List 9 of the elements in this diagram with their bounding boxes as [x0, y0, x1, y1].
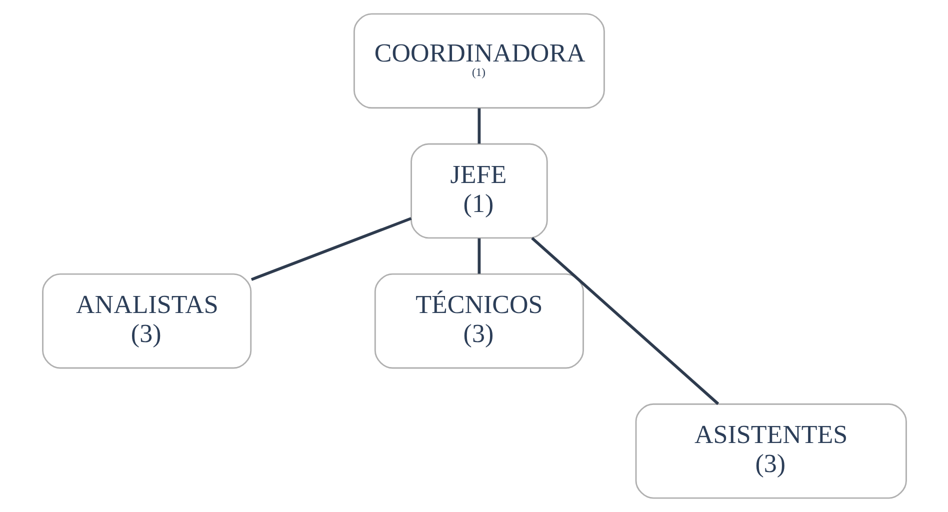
node-box: ASISTENTES (3) [634, 403, 906, 499]
connector [477, 238, 480, 274]
node-box: ANALISTAS (3) [42, 273, 252, 369]
connector [250, 217, 412, 281]
connector [477, 108, 480, 144]
node-box: TÉCNICOS (3) [374, 273, 584, 369]
node-box: COORDINADORA (1) [352, 13, 604, 109]
connector [530, 237, 719, 405]
node-box: JEFE (1) [410, 143, 548, 239]
